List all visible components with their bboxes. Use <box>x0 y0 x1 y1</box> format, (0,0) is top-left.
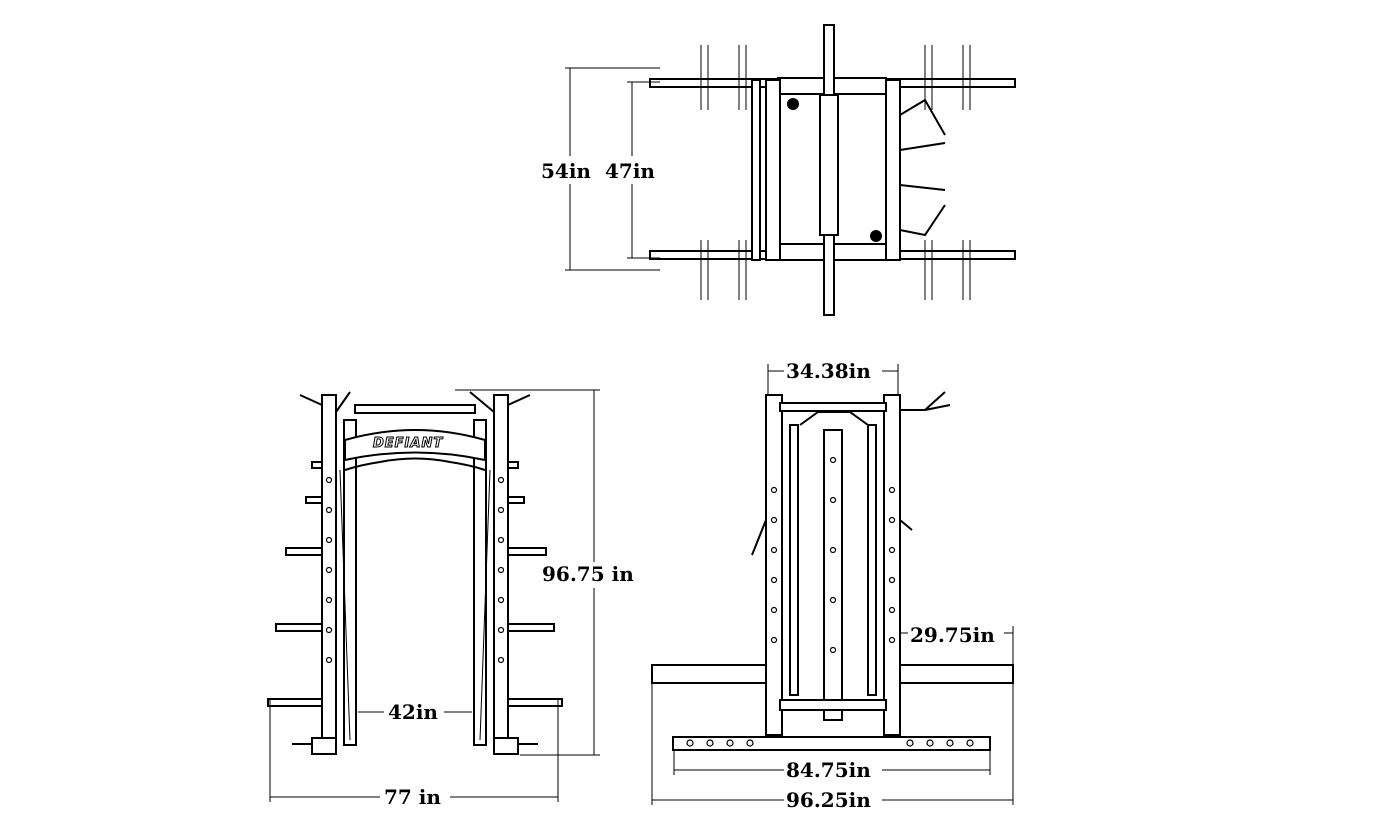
side-view: 34.38in 29.75in 84.75in 96.25in <box>651 359 1014 813</box>
top-upright-a <box>751 79 761 261</box>
side-guide-rod-left <box>789 424 799 696</box>
side-base-width-label: 84.75in <box>786 758 871 782</box>
side-lower-crossbar <box>779 699 887 711</box>
side-top-bracket <box>799 411 869 426</box>
front-height-label: 96.75 in <box>542 562 634 586</box>
top-view: 54in 47in <box>538 24 1016 316</box>
side-bar-holder <box>900 391 951 411</box>
side-handles <box>751 519 913 556</box>
side-upright-left <box>765 394 783 736</box>
front-arch <box>344 457 486 471</box>
front-inner-width-label: 42in <box>388 700 438 724</box>
side-wing-right <box>899 664 1014 684</box>
side-wing-left <box>651 664 767 684</box>
front-pullup-handles <box>299 391 531 413</box>
side-overall-width-label: 96.25in <box>786 788 871 812</box>
top-outer-depth-label: 54in <box>541 159 591 183</box>
top-center-sleeve <box>819 94 839 236</box>
front-cables <box>339 469 491 741</box>
front-plate-storage-pegs <box>267 461 563 707</box>
top-pulley-1 <box>787 98 799 110</box>
front-feet <box>292 737 538 755</box>
front-upright-holes <box>325 476 505 664</box>
side-upright-holes <box>770 456 896 654</box>
side-center-column <box>823 429 843 721</box>
side-guide-rod-right <box>867 424 877 696</box>
top-upright-c <box>885 79 901 261</box>
side-base-holes <box>686 739 974 747</box>
side-upright-right <box>883 394 901 736</box>
side-wing-width-label: 29.75in <box>910 623 995 647</box>
front-top-crossbar <box>354 404 476 414</box>
top-bar-holders <box>899 98 946 237</box>
front-outer-width-label: 77 in <box>384 785 441 809</box>
side-top-crossbar <box>779 402 887 412</box>
front-view: DEFIANT 96.75 in <box>267 389 645 810</box>
top-pulley-2 <box>870 230 882 242</box>
front-logo: DEFIANT <box>373 436 443 451</box>
side-top-width-label: 34.38in <box>786 359 871 383</box>
top-upright-b <box>765 79 781 261</box>
top-inner-depth-label: 47in <box>605 159 655 183</box>
front-logo-plate <box>344 429 486 462</box>
side-base <box>672 736 991 751</box>
